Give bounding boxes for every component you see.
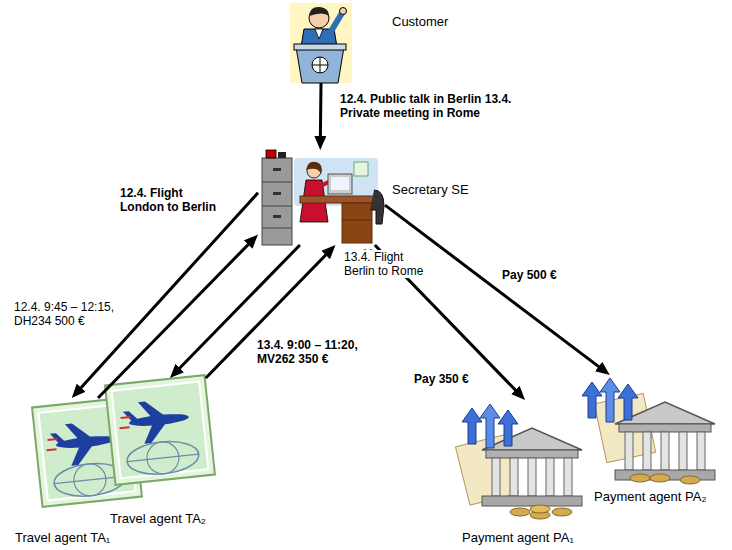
payment-agent-clipart-part [630, 474, 650, 482]
secretary-clipart-part [262, 158, 292, 245]
secretary-clipart-part [273, 215, 281, 218]
payment-agent-node: Payment agent PA₁ [455, 400, 605, 525]
travel-agent-card-part [105, 375, 215, 485]
edge-label: 12.4. Flight London to Berlin [118, 186, 221, 214]
secretary-clipart-part [370, 190, 384, 224]
flow-arrow [98, 239, 254, 398]
travel-agent-node: Travel agent TA₂ [105, 378, 217, 486]
secretary-clipart-part [331, 177, 349, 190]
edge-label: Pay 350 € [412, 372, 471, 386]
node-label: Payment agent PA₂ [594, 489, 706, 505]
payment-agent-clipart-part [530, 505, 550, 513]
customer-clipart [290, 3, 352, 83]
customer-clipart-part [340, 8, 347, 15]
secretary-clipart-part [342, 203, 372, 243]
payment-agent-clipart-part [552, 508, 572, 516]
node-label: Secretary SE [392, 182, 469, 198]
secretary-clipart-part [342, 220, 372, 221]
payment-agent-clipart-part [482, 428, 582, 506]
customer-clipart-part [315, 29, 323, 39]
flow-arrow [76, 193, 258, 394]
flow-arrow [319, 83, 323, 144]
customer-clipart-part [320, 57, 321, 73]
secretary-node: Secretary SE [258, 150, 385, 245]
secretary-clipart-part [300, 196, 374, 203]
payment-agent-clipart-part [510, 508, 530, 516]
edge-label: 12.4. Public talk in Berlin 13.4. Privat… [338, 92, 516, 120]
secretary-clipart-part [273, 168, 281, 171]
payment-agent-node: Payment agent PA₂ [565, 375, 725, 495]
edge-label: 12.4. 9:45 – 12:15, DH234 500 € [12, 300, 120, 328]
edge-label: 13.4. Flight Berlin to Rome [342, 250, 429, 278]
secretary-clipart-part [266, 150, 276, 158]
payment-agent-clipart-part [650, 474, 670, 482]
edge-label: Pay 500 € [500, 268, 559, 282]
secretary-clipart-part [262, 228, 292, 229]
node-label: Payment agent PA₁ [462, 530, 574, 546]
secretary-clipart [262, 150, 384, 253]
secretary-clipart-part [262, 206, 292, 207]
secretary-clipart-part [354, 162, 368, 176]
node-label: Customer [392, 14, 448, 30]
payment-agent-clipart-part [462, 404, 518, 448]
secretary-clipart-part [278, 152, 286, 158]
secretary-clipart-part [306, 162, 322, 174]
node-label: Travel agent TA₂ [110, 511, 206, 527]
customer-clipart-part [290, 3, 352, 83]
secretary-clipart-part [262, 182, 292, 183]
customer-clipart-part [294, 44, 346, 50]
payment-agent-clipart [455, 378, 715, 519]
payment-agent-clipart-part [680, 476, 700, 484]
secretary-clipart-part [273, 192, 281, 195]
node-label: Travel agent TA₁ [15, 530, 110, 546]
customer-clipart-part [309, 7, 329, 16]
payment-agent-clipart-part [582, 378, 638, 422]
travel-agent-node: Travel agent TA₁ [35, 398, 140, 508]
edge-label: 13.4. 9:00 – 11:20, MV262 350 € [255, 338, 363, 366]
secretary-clipart-part [328, 174, 352, 194]
customer-clipart-part [312, 57, 328, 73]
customer-node: Customer [290, 3, 352, 83]
customer-clipart-part [330, 13, 342, 33]
travel-agent-card [105, 375, 215, 485]
customer-clipart-part [296, 47, 344, 83]
